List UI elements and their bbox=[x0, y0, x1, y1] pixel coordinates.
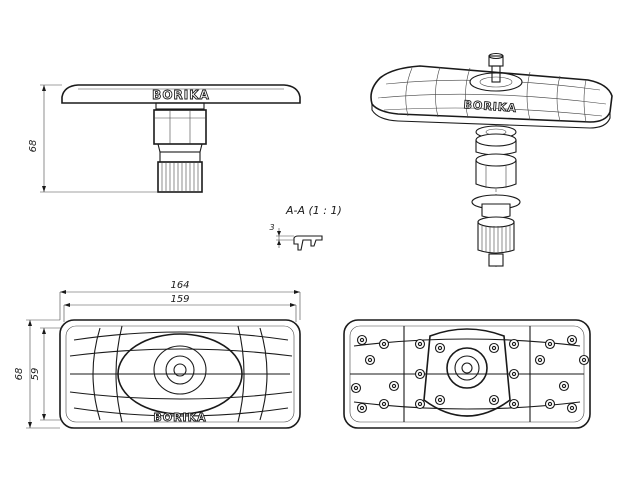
side-view-brand-label: BORIKA bbox=[152, 88, 210, 102]
top-view: BORIKA 164 159 68 59 bbox=[14, 280, 301, 429]
dim-overall-length: 164 bbox=[170, 280, 189, 291]
dim-section-thickness: 3 bbox=[269, 223, 274, 232]
iso-brand-label: BORIKA bbox=[463, 98, 517, 115]
dim-overall-height: 68 bbox=[14, 368, 25, 381]
dim-side-height: 68 bbox=[28, 140, 39, 153]
dim-inner-height: 59 bbox=[30, 368, 41, 381]
isometric-view: BORIKA bbox=[370, 52, 613, 268]
top-view-brand-label: BORIKA bbox=[153, 411, 206, 424]
dim-inner-length: 159 bbox=[170, 294, 189, 305]
section-label: A-A (1 : 1) bbox=[285, 204, 342, 217]
side-view: BORIKA 68 bbox=[28, 84, 301, 193]
bottom-view bbox=[343, 319, 591, 429]
section-view: A-A (1 : 1) 3 bbox=[269, 204, 342, 251]
